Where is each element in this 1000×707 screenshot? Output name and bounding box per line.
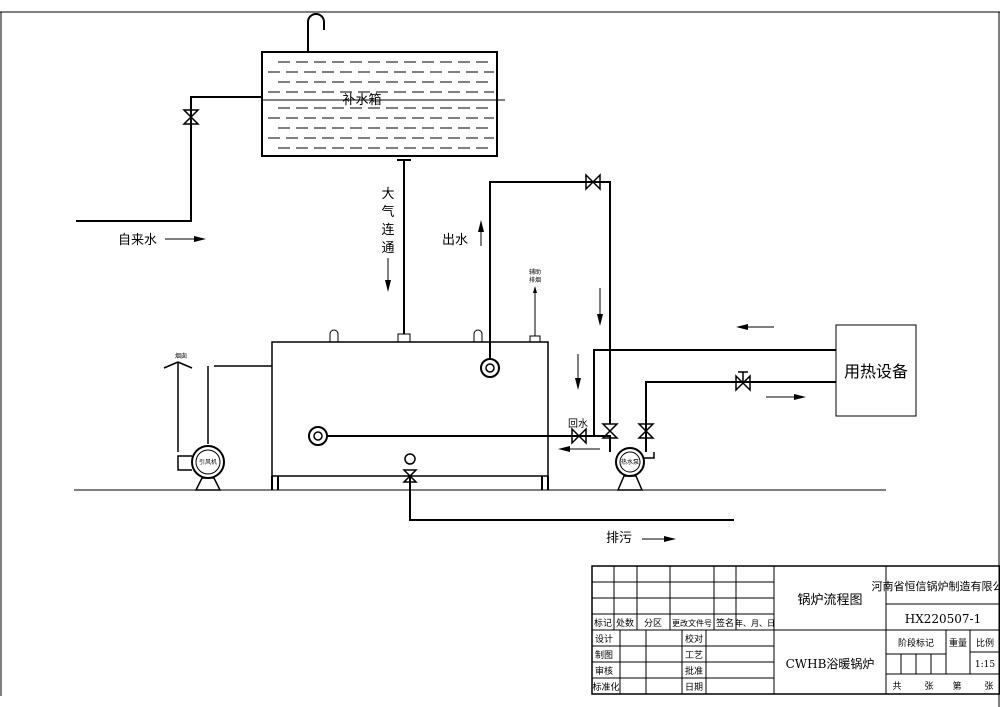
rev-header-zone: 分区 [644, 618, 662, 629]
rev-header-mark: 标记 [594, 617, 612, 629]
return-nozzle-icon [308, 426, 328, 446]
left-flow-arrow-icon [736, 324, 774, 330]
sheet-unit-2: 张 [984, 681, 993, 692]
scale-label: 比例 [976, 637, 994, 649]
role-drafting: 制图 [595, 649, 613, 661]
outlet-water-line [489, 181, 611, 424]
role-date: 日期 [685, 682, 703, 693]
pump-inlet-lines [593, 349, 836, 452]
role-design: 设计 [595, 633, 613, 645]
drawing-border [0, 11, 1000, 707]
scale-value: 1:15 [975, 660, 995, 670]
blowdown-line [409, 476, 734, 521]
supply-valve-icon [735, 371, 751, 392]
makeup-tank-label: 补水箱 [342, 92, 381, 108]
role-approve: 批准 [685, 665, 703, 677]
role-proofread: 校对 [685, 633, 703, 645]
outlet-valve-icon [585, 173, 601, 191]
tap-water-line [76, 96, 262, 222]
water-outlet-label: 出水 [442, 233, 468, 248]
makeup-water-tank [261, 13, 505, 161]
pump-valve-right-icon [637, 423, 655, 439]
rev-header-date: 年、月、日 [735, 618, 775, 628]
atmosphere-arrow-icon [385, 258, 391, 292]
outlet-nozzle-icon [480, 358, 500, 378]
return-arrow-icon [558, 446, 600, 452]
right-flow-arrow-icon [766, 394, 806, 400]
atmosphere-label-3: 连 [381, 222, 394, 238]
chimney-label: 烟囱 [175, 352, 187, 360]
chimney-stack [163, 361, 272, 452]
rev-header-sign: 签名 [716, 617, 734, 629]
tap-water-valve-icon [182, 109, 200, 125]
sheet-unit-1: 张 [924, 681, 933, 692]
atmosphere-label-2: 气 [381, 204, 394, 220]
tap-water-label: 自来水 [118, 233, 157, 248]
blowdown-label: 排污 [606, 531, 632, 546]
atmosphere-label-4: 通 [381, 241, 394, 256]
atmosphere-label-1: 大 [381, 187, 394, 202]
return-water-label: 回水 [568, 418, 588, 430]
pump-valve-left-icon [601, 423, 619, 439]
aux-exhaust-label-2: 排烟 [529, 276, 541, 284]
stage-label: 阶段标记 [898, 637, 934, 649]
blower-pump-label: 引风机 [199, 458, 217, 466]
company-name: 河南省恒信锅炉制造有限公司 [872, 579, 1000, 593]
aux-exhaust-label-1: 辅助 [529, 268, 541, 276]
product-name: CWHB浴暖锅炉 [786, 656, 875, 671]
blowdown-valve-icon [402, 453, 418, 483]
heat-equipment-box [835, 324, 917, 417]
blowdown-arrow-icon [642, 536, 676, 542]
return-down-arrow-icon [575, 354, 581, 390]
heat-equipment-label: 用热设备 [844, 362, 908, 381]
rev-header-docno: 更改文件号 [672, 618, 712, 628]
sheet-no-label: 第 [952, 680, 961, 692]
circulation-pump-icon [615, 447, 655, 491]
blower-pump-icon [177, 445, 225, 491]
drawing-title: 锅炉流程图 [797, 592, 862, 608]
return-valve-icon [571, 427, 587, 445]
role-review: 审核 [595, 665, 613, 677]
circulation-pump-label: 热水泵 [621, 458, 639, 466]
down-arrow-icon [597, 288, 603, 326]
tap-water-arrow-icon [165, 236, 206, 242]
rev-header-count: 处数 [616, 617, 634, 629]
boiler-body [271, 286, 549, 490]
title-block [591, 565, 1000, 695]
sheet-total-label: 共 [892, 681, 901, 692]
role-standards: 标准化 [592, 681, 619, 693]
outlet-arrow-icon [478, 220, 484, 246]
weight-label: 重量 [949, 637, 967, 649]
role-process: 工艺 [685, 650, 703, 661]
drawing-number: HX220507-1 [905, 612, 982, 626]
